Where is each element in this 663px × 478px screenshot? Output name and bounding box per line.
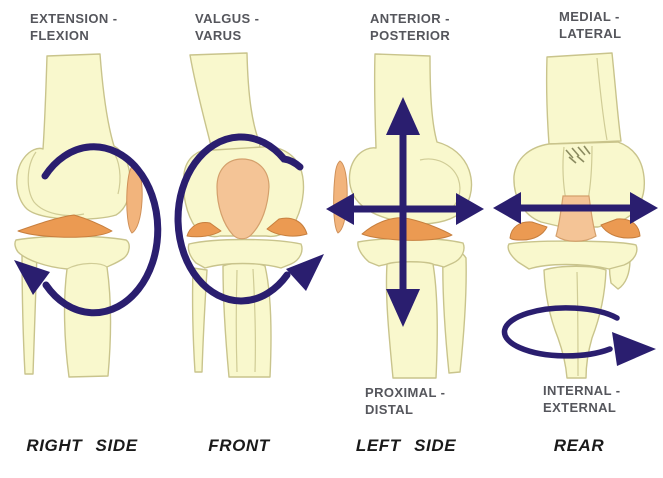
motion-label-line2: LATERAL	[559, 26, 622, 41]
motion-label-internal-external: INTERNAL - EXTERNAL	[543, 382, 620, 416]
femur-bone	[348, 53, 473, 225]
motion-label-line2: VARUS	[195, 28, 242, 43]
tibia-shaft-bone	[222, 262, 272, 378]
femur-shaft-bone	[545, 52, 622, 145]
patella	[126, 163, 143, 234]
motion-label-line1: VALGUS -	[195, 11, 260, 26]
tibia-contour	[576, 271, 579, 377]
arrowhead	[14, 260, 50, 295]
meniscus-lateral	[266, 217, 308, 237]
motion-label-line2: EXTERNAL	[543, 400, 617, 415]
arrowhead	[286, 254, 324, 291]
motion-label-anterior-posterior: ANTERIOR - POSTERIOR	[370, 10, 450, 44]
motion-label-line1: ANTERIOR -	[370, 11, 450, 26]
femoral-condyle-contour	[27, 151, 85, 217]
extension-flexion-rotation-arrow	[41, 143, 162, 317]
motion-label-valgus-varus: VALGUS - VARUS	[195, 10, 259, 44]
femur-bone	[16, 53, 131, 220]
patella	[216, 158, 270, 240]
knee-view-rear	[493, 52, 658, 379]
view-label-rear: REAR	[553, 436, 605, 455]
motion-label-medial-lateral: MEDIAL - LATERAL	[559, 8, 622, 42]
motion-label-proximal-distal: PROXIMAL - DISTAL	[365, 384, 445, 418]
motion-label-line2: DISTAL	[365, 402, 414, 417]
arrowhead-up	[386, 97, 420, 135]
motion-label-line2: POSTERIOR	[370, 28, 451, 43]
motion-label-line2: FLEXION	[30, 28, 90, 43]
arrowhead	[612, 332, 656, 366]
knee-view-right-side	[14, 53, 162, 378]
tibia-shaft-bone	[543, 265, 607, 379]
motion-label-line1: PROXIMAL -	[365, 385, 446, 400]
fibula-bone	[442, 249, 467, 374]
view-label-right-side: RIGHT SIDE	[26, 436, 138, 455]
motion-label-line1: INTERNAL -	[543, 383, 621, 398]
arrowhead-left	[326, 193, 354, 225]
patellar-groove-cartilage	[555, 195, 597, 242]
valgus-varus-rotation-arrow	[174, 133, 304, 305]
tibia-plateau-bone	[187, 238, 303, 269]
view-label-left-side: LEFT SIDE	[355, 436, 457, 455]
arrowhead-right	[456, 193, 484, 225]
meniscus	[361, 217, 453, 241]
motion-label-line1: MEDIAL -	[559, 9, 620, 24]
knee-view-left-side	[326, 53, 484, 379]
tibia-shaft-bone	[385, 261, 438, 379]
arrowhead-right	[630, 192, 658, 224]
meniscus	[17, 214, 113, 238]
internal-external-rotation-arrow	[501, 305, 620, 359]
intercondylar-hatching	[565, 145, 591, 164]
femoral-condyle-contour	[419, 158, 461, 213]
knee-view-front	[174, 52, 324, 378]
tibia-bone	[507, 240, 638, 270]
meniscus-medial	[186, 222, 222, 238]
patella	[333, 160, 348, 234]
femur-shaft-contour	[596, 57, 608, 141]
motion-label-extension-flexion: EXTENSION - FLEXION	[30, 10, 117, 44]
view-label-front: FRONT	[208, 436, 270, 455]
tibia-contour	[66, 262, 108, 270]
fibula-bone	[191, 267, 208, 373]
motion-label-line1: EXTENSION -	[30, 11, 118, 26]
tibia-contour	[235, 268, 256, 373]
arrowhead-down	[386, 289, 420, 327]
arrowhead-left	[493, 192, 521, 224]
meniscus-left	[509, 221, 548, 241]
